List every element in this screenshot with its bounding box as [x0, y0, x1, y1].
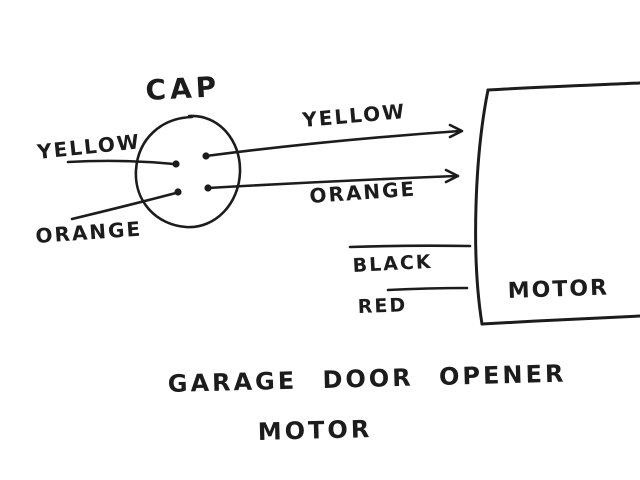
- cap-label: CAP: [145, 70, 221, 107]
- left-orange-label: ORANGE: [35, 217, 143, 248]
- caption-line1: GARAGE DOOR OPENER: [167, 360, 566, 398]
- left-yellow-label: YELLOW: [35, 129, 142, 164]
- right-yellow-arrowhead-icon: [448, 123, 464, 139]
- left-orange-terminal-dot: [174, 188, 182, 196]
- motor-box-left-edge: [474, 88, 490, 326]
- right-orange-arrowhead-icon: [444, 168, 460, 184]
- caption-line2: MOTOR: [257, 415, 372, 446]
- red-wire: [386, 286, 469, 292]
- left-yellow-wire: [66, 159, 176, 166]
- motor-box-bottom-edge: [480, 314, 640, 326]
- motor-box-label: MOTOR: [507, 275, 609, 304]
- black-wire: [348, 244, 472, 249]
- right-orange-wire: [206, 174, 458, 190]
- left-yellow-terminal-dot: [172, 160, 180, 168]
- red-label: RED: [357, 294, 407, 318]
- right-yellow-label: YELLOW: [300, 99, 407, 132]
- left-orange-wire: [70, 191, 178, 221]
- capacitor-outline: [134, 114, 242, 229]
- right-yellow-wire: [204, 129, 462, 158]
- motor-box-top-edge: [486, 81, 640, 92]
- black-label: BLACK: [352, 251, 433, 277]
